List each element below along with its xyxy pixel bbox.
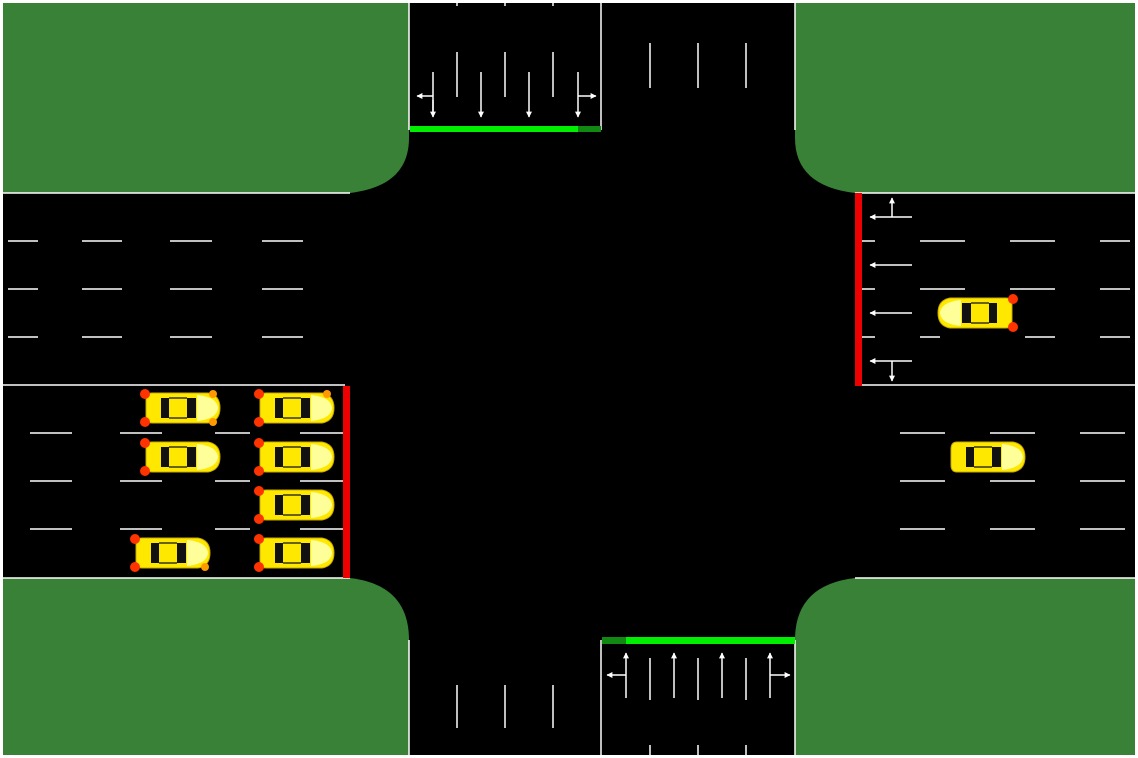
signal-north-green-dark	[578, 126, 601, 132]
car-icon[interactable]	[254, 438, 334, 476]
car-icon[interactable]	[140, 438, 220, 476]
signal-east-red	[855, 193, 862, 386]
car-icon[interactable]	[140, 389, 220, 427]
signal-south-green	[626, 637, 795, 644]
car-icon[interactable]	[254, 486, 334, 524]
car-icon[interactable]	[254, 534, 334, 572]
signal-south-dark	[602, 637, 626, 644]
grass-northwest	[3, 3, 409, 193]
grass-southwest	[3, 578, 409, 755]
signal-north-green	[410, 126, 578, 132]
signal-west-red	[343, 386, 350, 578]
grass-northeast	[795, 3, 1135, 193]
car-icon[interactable]	[130, 534, 210, 572]
car-icon[interactable]	[938, 294, 1018, 332]
car-icon[interactable]	[254, 389, 334, 427]
car-icon[interactable]	[951, 442, 1025, 472]
grass-southeast	[795, 578, 1135, 755]
